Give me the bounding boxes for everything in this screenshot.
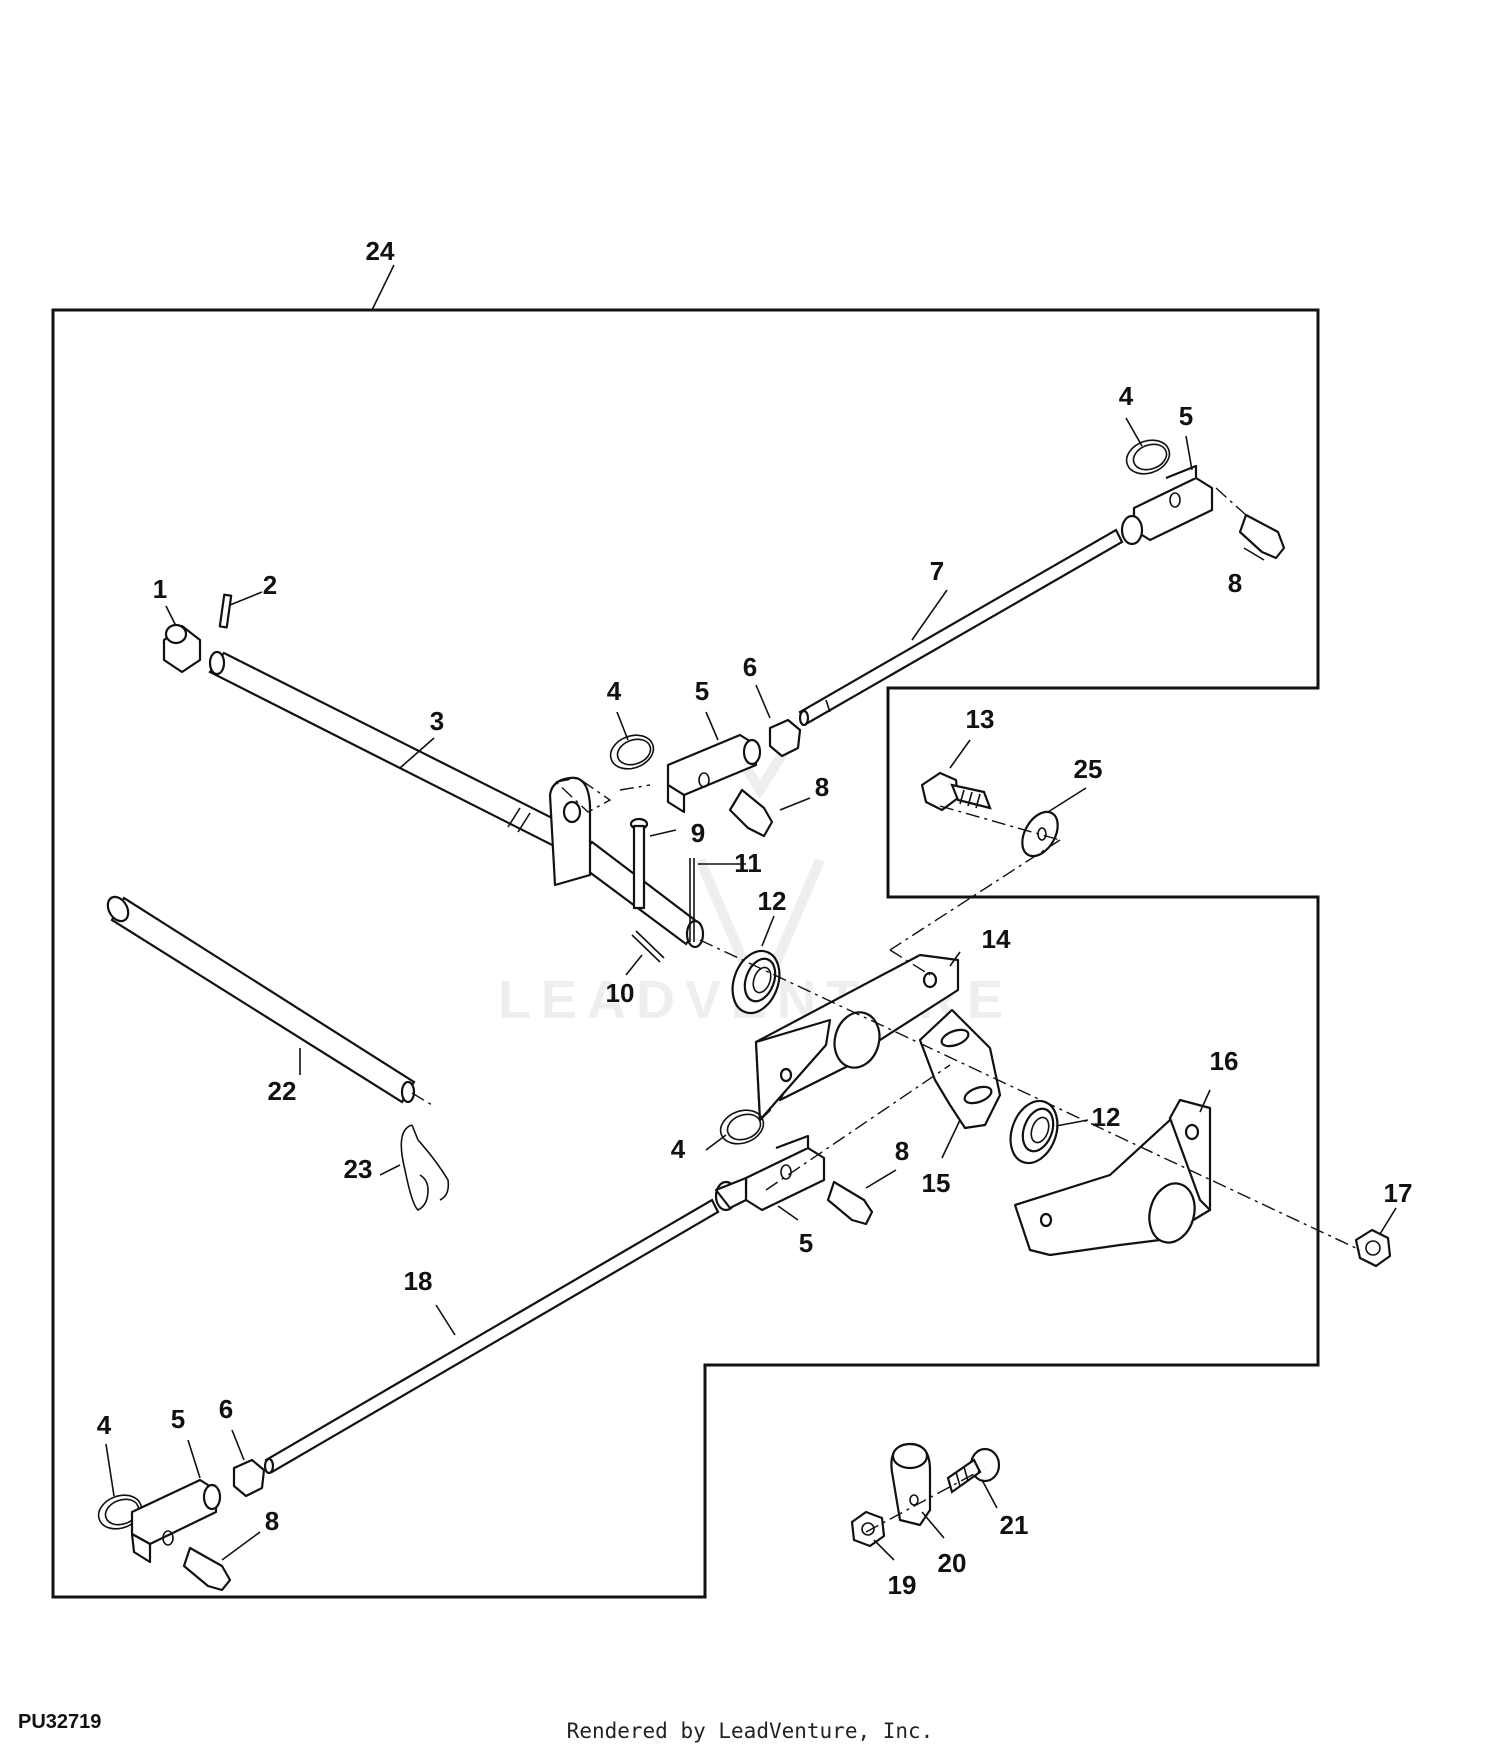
callout-4: 4 [97,1410,112,1440]
clevis-pin [826,1180,874,1226]
callout-21: 21 [1000,1510,1029,1540]
spring-clip [719,1109,765,1145]
callout-5: 5 [695,676,709,706]
callout-1: 1 [153,574,167,604]
spring-clip [609,734,655,770]
callout-20: 20 [938,1548,967,1578]
hair-pin [400,1124,450,1211]
control-rod [263,1198,720,1475]
control-rod [798,528,1124,727]
callout-16: 16 [1210,1046,1239,1076]
hex-bolt [920,771,992,812]
long-pin [106,895,416,1104]
callout-17: 17 [1384,1178,1413,1208]
hex-nut [1354,1228,1392,1268]
callout-7: 7 [930,556,944,586]
cotter-pin [689,858,695,942]
callout-25: 25 [1074,754,1103,784]
screw [946,1447,1001,1494]
shaft [208,650,705,949]
assembly-frame [51,308,1320,1599]
callout-24: 24 [366,236,395,266]
roll-pin [218,593,233,629]
callout-15: 15 [922,1168,951,1198]
callout-6: 6 [219,1394,233,1424]
callout-5: 5 [1179,401,1193,431]
render-credit: Rendered by LeadVenture, Inc. [567,1719,934,1743]
callout-8: 8 [1228,568,1242,598]
bracket [754,953,960,1122]
flat-washer [1021,810,1059,858]
callout-22: 22 [268,1076,297,1106]
link-plate [918,1008,1002,1130]
figure-id: PU32719 [18,1711,101,1733]
cable-clamp [890,1442,932,1527]
callout-18: 18 [404,1266,433,1296]
clevis [1120,464,1214,546]
bushing [162,623,202,674]
callout-8: 8 [895,1136,909,1166]
callout-5: 5 [799,1228,813,1258]
callouts: 24 4 5 7 8 1 2 3 4 5 6 8 9 11 12 10 22 2… [97,236,1413,1600]
clevis-pin [1238,513,1286,560]
callout-6: 6 [743,652,757,682]
clevis [714,1134,826,1212]
callout-8: 8 [815,772,829,802]
callout-4: 4 [607,676,622,706]
callout-11: 11 [734,848,762,878]
bearing [731,949,781,1015]
callout-8: 8 [265,1506,279,1536]
callout-5: 5 [171,1404,185,1434]
bearing [1009,1099,1059,1165]
leader-lines [105,264,1397,1561]
callout-10: 10 [606,978,635,1008]
clevis-pin [182,1546,232,1592]
callout-14: 14 [982,924,1011,954]
callout-23: 23 [344,1154,373,1184]
jam-nut [232,1458,266,1498]
alignment-line [554,777,612,813]
shaft-arm [548,776,592,887]
callout-4: 4 [1119,381,1134,411]
clevis [130,1478,222,1564]
callout-12: 12 [1092,1102,1121,1132]
callout-13: 13 [966,704,995,734]
callout-4: 4 [671,1134,686,1164]
clevis-pin [728,788,774,838]
spring-clip [1125,439,1171,475]
jam-nut [768,718,802,758]
callout-12: 12 [758,886,787,916]
callout-2: 2 [263,570,277,600]
bracket [1013,1098,1212,1257]
small-pin [631,930,665,963]
callout-9: 9 [691,818,705,848]
callout-19: 19 [888,1570,917,1600]
assembly-centerlines [411,487,1361,1533]
clevis [666,733,762,814]
clevis-pin [629,817,649,910]
callout-3: 3 [430,706,444,736]
hex-nut [850,1510,886,1548]
spring-clip [97,1494,143,1530]
